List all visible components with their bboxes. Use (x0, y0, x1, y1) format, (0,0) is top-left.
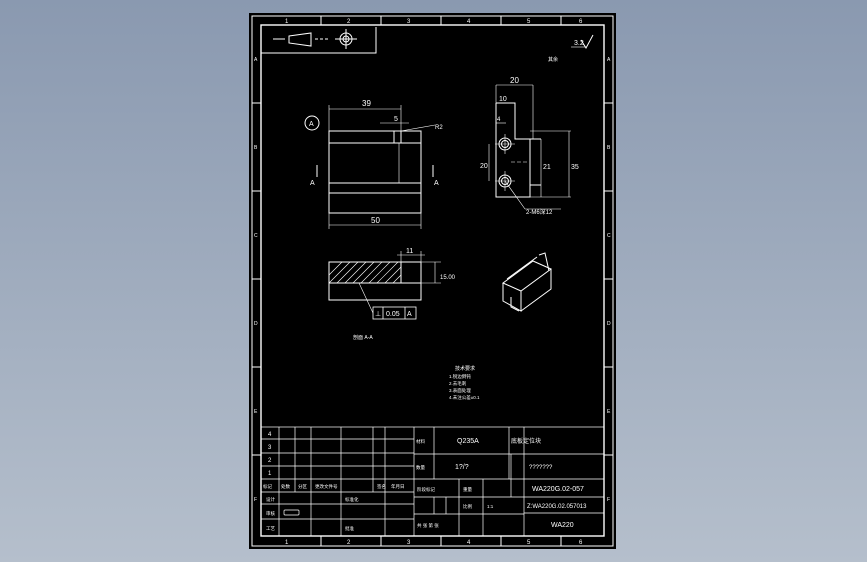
dim-text: R2 (435, 125, 443, 131)
zone-label: 4 (467, 540, 471, 546)
rev-header: 更改文件号 (315, 483, 338, 490)
drawing-sheet: 1 2 3 4 5 6 1 2 3 4 5 6 A B C D E F A B … (249, 13, 616, 549)
datum-circle (304, 115, 320, 131)
sheet-label: 共 张 第 张 (417, 522, 439, 529)
qty-value: 1?/? (455, 464, 469, 471)
isometric-view (502, 252, 552, 312)
zone-label: F (254, 497, 257, 503)
zone-label: A (607, 57, 611, 63)
section-caption: 剖面 A-A (353, 334, 373, 341)
dim-text: 50 (371, 216, 380, 225)
file-name: Z:WA220G.02.057013 (527, 504, 587, 510)
title-block (260, 426, 605, 537)
dim-text: 20 (480, 163, 488, 170)
scale-label: 比例 (463, 503, 472, 510)
zone-label: D (254, 321, 258, 327)
note-line: 4.未注公差±0.1 (449, 394, 480, 401)
zone-label: 1 (285, 540, 289, 546)
dim-text: 20 (510, 76, 519, 85)
zone-label: 2 (347, 19, 351, 25)
dim-text: 15.00 (440, 275, 456, 281)
zone-label: 1 (285, 19, 289, 25)
zone-label: E (607, 409, 611, 415)
sign-col-label: 标准化 (345, 496, 359, 503)
drawing-number: WA220G.02-057 (532, 486, 584, 493)
sign-row-label: 工艺 (266, 526, 275, 531)
cad-drawing: 1 2 3 4 5 6 1 2 3 4 5 6 A B C D E F A B … (251, 15, 614, 547)
zone-label: 6 (579, 19, 583, 25)
rev-header: 签名 (377, 483, 386, 490)
qty-label: 数量 (416, 464, 425, 471)
front-view (316, 105, 436, 229)
sign-row-label: 审核 (266, 510, 275, 517)
roughness-value: 3.2 (574, 40, 584, 47)
datum-label: A (309, 121, 314, 128)
rev-row-number: 3 (268, 445, 272, 451)
rev-header: 处数 (281, 483, 290, 490)
zone-label: 5 (527, 540, 531, 546)
zone-label: 3 (407, 540, 411, 546)
section-hatch (328, 261, 402, 284)
inner-border (260, 24, 605, 537)
note-line: 2.去毛刺 (449, 380, 467, 387)
rev-header: 年月日 (391, 483, 405, 490)
zone-label: D (607, 321, 611, 327)
roughness-note: 其余 (548, 56, 558, 63)
material-value: Q235A (457, 438, 479, 445)
hole-callout: 2-M6深12 (526, 208, 553, 216)
dim-text: 10 (499, 96, 507, 103)
note-line: 3.表面处理 (449, 387, 471, 394)
zone-label: F (607, 497, 610, 503)
tolerance-datum: A (407, 311, 412, 318)
zone-label: 3 (407, 19, 411, 25)
company-value: ??????? (529, 465, 553, 471)
tolerance-value: 0.05 (386, 311, 400, 318)
rev-header: 标记 (263, 483, 272, 490)
weight-label: 重量 (463, 486, 472, 493)
part-name: 底板定位块 (511, 437, 541, 445)
zone-label: B (607, 145, 611, 151)
dim-text: 5 (394, 116, 398, 123)
roughness-symbol (571, 34, 594, 49)
tolerance-frame (372, 306, 417, 320)
projection-symbol (261, 27, 377, 54)
section-view (328, 251, 441, 320)
zone-label: 4 (467, 19, 471, 25)
dim-text: 11 (406, 248, 413, 255)
side-view (488, 84, 571, 210)
material-label: 材料 (416, 438, 425, 445)
rev-row-number: 1 (268, 471, 272, 477)
zone-label: C (254, 233, 258, 239)
rev-row-number: 2 (268, 458, 272, 464)
zone-label: C (607, 233, 611, 239)
perpendicularity-symbol: ⊥ (375, 311, 381, 318)
section-mark: A (434, 180, 439, 187)
zone-label: B (254, 145, 258, 151)
dim-text: 21 (543, 164, 551, 171)
dim-text: 35 (571, 164, 579, 171)
dim-text: 4 (497, 117, 501, 123)
zone-label: A (254, 57, 258, 63)
rev-row-number: 4 (268, 432, 272, 438)
rev-header: 分区 (298, 483, 307, 490)
note-line: 1.锐边倒钝 (449, 373, 471, 380)
project-code: WA220 (551, 522, 574, 529)
notes-title: 技术要求 (455, 365, 475, 372)
zone-label: E (254, 409, 258, 415)
zone-ticks (252, 16, 613, 546)
sign-col-label: 批准 (345, 525, 354, 532)
scale-value: 1:1 (487, 504, 494, 509)
zone-label: 6 (579, 540, 583, 546)
dim-text: 39 (362, 99, 371, 108)
outer-border (251, 15, 614, 547)
section-mark: A (310, 180, 315, 187)
sign-row-label: 设计 (266, 496, 275, 503)
zone-label: 5 (527, 19, 531, 25)
zone-label: 2 (347, 540, 351, 546)
stage-label: 阶段标记 (417, 486, 435, 493)
